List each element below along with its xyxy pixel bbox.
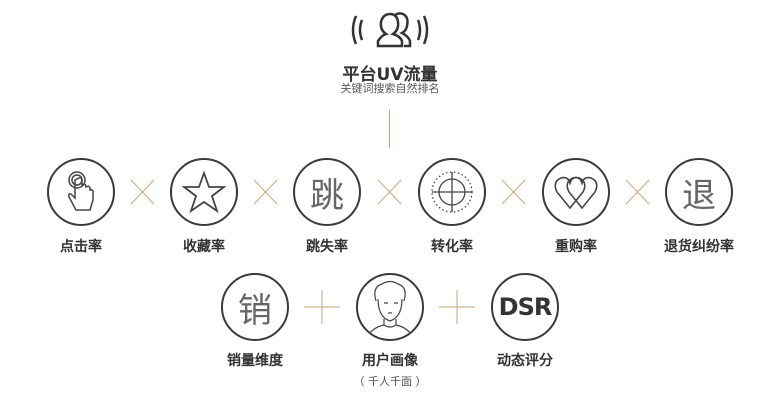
plus-icon bbox=[304, 290, 340, 324]
conversion-rate-label: 转化率 bbox=[431, 239, 473, 255]
hand-click-icon bbox=[68, 171, 94, 211]
conversion-rate-node bbox=[418, 158, 486, 226]
user-profile-sublabel: （ 千人千面 ） bbox=[353, 375, 427, 388]
return-dispute-rate-node: 退 bbox=[665, 158, 733, 226]
sales-node: 销 bbox=[221, 273, 289, 341]
title: 平台UV流量 bbox=[342, 65, 438, 85]
star-icon bbox=[182, 170, 226, 214]
dynamic-rating-label: 动态评分 bbox=[497, 353, 553, 369]
subtitle: 关键词搜索自然排名 bbox=[340, 82, 440, 95]
sales-label: 销量维度 bbox=[227, 353, 283, 369]
click-rate-label: 点击率 bbox=[60, 239, 102, 255]
click-rate-node bbox=[47, 158, 115, 226]
repurchase-rate-node bbox=[542, 158, 610, 226]
sales-glyph-icon: 销 bbox=[238, 290, 272, 331]
dsr-text-icon: DSR bbox=[498, 293, 553, 321]
user-profile-label: 用户画像 bbox=[362, 353, 418, 369]
return-glyph-icon: 退 bbox=[682, 175, 716, 216]
return-dispute-rate-label: 退货纠纷率 bbox=[664, 239, 734, 255]
multiply-icon bbox=[130, 179, 155, 205]
dsr-node: DSR bbox=[491, 273, 559, 341]
person-icon bbox=[367, 280, 413, 336]
repurchase-rate-label: 重购率 bbox=[555, 239, 597, 255]
bounce-rate-label: 跳失率 bbox=[306, 239, 348, 255]
plus-icon bbox=[439, 290, 475, 324]
multiply-icon bbox=[377, 179, 402, 205]
users-broadcast-icon bbox=[351, 12, 429, 48]
bounce-rate-node: 跳 bbox=[293, 158, 361, 226]
bounce-glyph-icon: 跳 bbox=[310, 175, 344, 216]
multiply-icon bbox=[253, 179, 278, 205]
multiply-icon bbox=[625, 179, 650, 205]
favorite-rate-label: 收藏率 bbox=[183, 239, 225, 255]
user-profile-node bbox=[356, 273, 424, 341]
vertical-connector bbox=[389, 110, 390, 148]
hearts-icon bbox=[554, 176, 598, 210]
crosshair-icon bbox=[431, 171, 473, 213]
favorite-rate-node bbox=[170, 158, 238, 226]
multiply-icon bbox=[501, 179, 526, 205]
